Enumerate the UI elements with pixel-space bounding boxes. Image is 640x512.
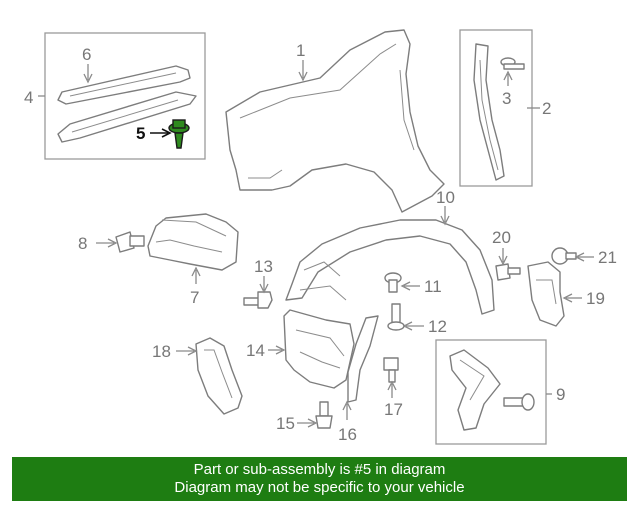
banner-line-1: Part or sub-assembly is #5 in diagram [193,461,446,478]
part-19-flap [527,261,565,327]
callout-21: 21 [598,248,617,267]
part-14-bracket [283,309,355,389]
callout-19: 19 [586,289,605,308]
callout-13: 13 [254,257,273,276]
callout-14: 14 [246,341,265,360]
info-banner: Part or sub-assembly is #5 in diagram Di… [12,457,627,501]
callout-11: 11 [424,277,442,296]
callout-20: 20 [492,228,511,247]
callout-12: 12 [428,317,447,336]
callout-1: 1 [296,41,305,60]
part-7-shield [147,213,239,271]
part-3-screw [500,57,525,70]
part-1-fender [225,29,445,213]
callout-17: 17 [384,400,403,419]
group-9-box [435,339,547,445]
part-20-bolt [495,263,521,281]
part-8-clip [115,231,145,253]
callout-8: 8 [78,234,87,253]
part-18-guard [195,337,243,415]
callout-4: 4 [24,88,33,107]
part-9-bracket [449,349,501,431]
leader-lines [38,60,594,428]
callout-5: 5 [136,124,145,143]
part-6-rail [57,65,191,105]
callout-7: 7 [190,288,199,307]
part-10-liner [285,219,495,315]
part-17-bolt [383,357,399,383]
callout-2: 2 [542,99,551,118]
part-5-clip [168,119,190,149]
callout-6: 6 [82,45,91,64]
callout-labels: 1 2 3 4 5 6 7 8 9 10 11 12 13 14 15 16 1… [24,41,617,444]
callout-3: 3 [502,89,511,108]
callout-10: 10 [436,188,455,207]
part-9-bolt [503,393,535,411]
callout-16: 16 [338,425,357,444]
callout-18: 18 [152,342,171,361]
part-2-molding [473,43,505,181]
banner-line-2: Diagram may not be specific to your vehi… [174,479,465,496]
part-13-bolt [243,291,273,309]
callout-15: 15 [276,414,295,433]
callout-9: 9 [556,385,565,404]
part-21-screw [551,247,577,265]
part-15-bolt [315,401,333,429]
part-11-bolt [384,272,402,293]
part-12-bolt [387,303,405,331]
part-16-strip [347,315,379,403]
